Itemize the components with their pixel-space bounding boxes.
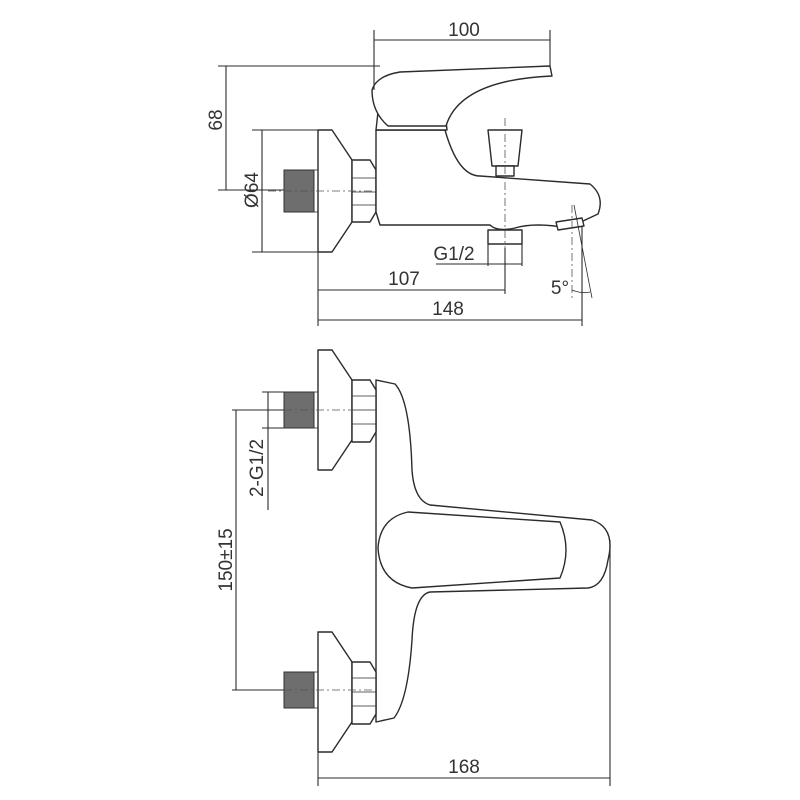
dim-107: 107 <box>388 269 420 290</box>
dim-angle: 5° <box>551 278 569 299</box>
front-lever-handle <box>377 511 567 589</box>
dim-2-g12: 2-G1/2 <box>247 439 268 497</box>
dim-150: 150±15 <box>216 528 237 591</box>
dim-g12: G1/2 <box>433 244 474 265</box>
front-upper-nut <box>351 379 377 443</box>
dim-diameter: Ø64 <box>242 172 263 208</box>
front-lower-flange <box>317 631 353 753</box>
side-lever-handle <box>371 65 553 127</box>
dim-68: 68 <box>206 109 227 130</box>
dim-168: 168 <box>448 757 480 778</box>
front-view: 2-G1/2 150±15 168 <box>216 349 611 786</box>
front-lower-nut <box>351 661 377 725</box>
side-body <box>375 129 601 231</box>
dim-100: 100 <box>448 20 480 41</box>
side-view: 100 68 Ø64 G1/2 107 148 5° <box>206 20 601 326</box>
dim-148: 148 <box>432 299 464 320</box>
side-diverter-knob <box>487 129 523 167</box>
